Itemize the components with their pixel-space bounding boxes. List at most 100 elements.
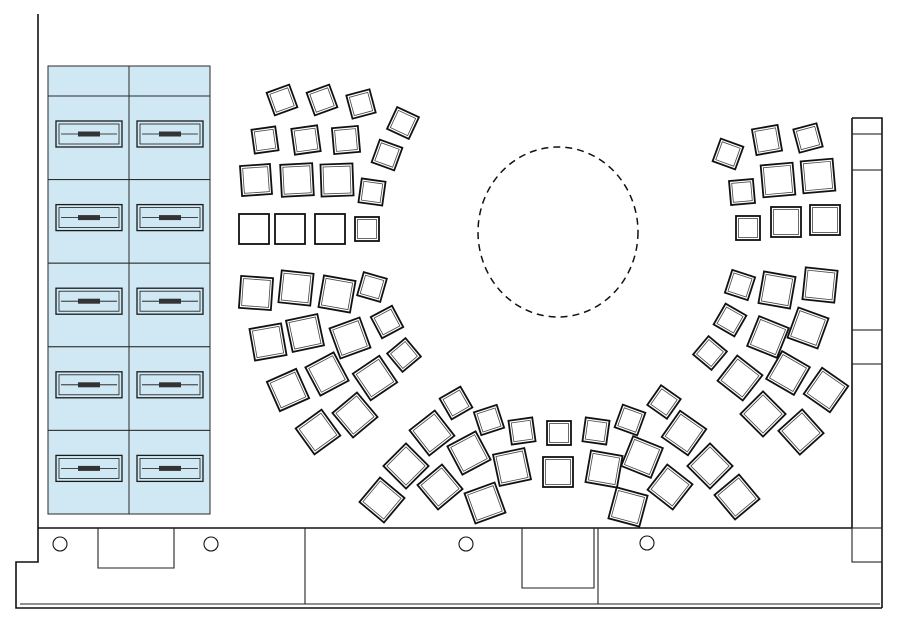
east-niche-1 <box>851 133 883 171</box>
delegate-seat <box>750 123 784 157</box>
delegate-seat <box>354 216 380 242</box>
interpreter-booth <box>128 95 211 181</box>
delegate-seat <box>294 408 342 456</box>
delegate-seat <box>735 215 761 241</box>
delegate-seat <box>716 354 764 402</box>
delegate-seat <box>446 430 492 476</box>
delegate-seat <box>385 336 423 374</box>
delegate-seat <box>472 403 506 437</box>
delegate-seat <box>686 442 734 490</box>
console-bar <box>159 131 181 137</box>
east-niche-2 <box>851 329 883 365</box>
delegate-seat <box>607 486 649 528</box>
delegate-seat <box>764 349 812 397</box>
interpreter-booth <box>47 346 130 431</box>
delegate-seat <box>801 266 839 304</box>
booth-header-cell <box>128 65 211 97</box>
delegate-seat <box>438 385 474 421</box>
delegate-seat <box>265 83 299 117</box>
delegate-seat <box>385 105 421 141</box>
delegate-seat <box>290 124 322 156</box>
delegate-seat <box>277 269 315 307</box>
delegate-seat <box>792 122 824 154</box>
delegate-seat <box>331 391 379 439</box>
delegate-seat <box>613 403 647 437</box>
console-desk <box>136 203 204 232</box>
interpreter-booth <box>47 179 130 264</box>
delegate-seat <box>408 409 456 457</box>
delegate-seat <box>809 204 841 236</box>
column-marker <box>639 535 655 551</box>
delegate-seat <box>660 409 708 457</box>
delegate-seat <box>274 213 306 245</box>
delegate-seat <box>802 366 850 414</box>
interpreter-booth <box>47 429 130 515</box>
delegate-seat <box>248 322 288 362</box>
delegate-seat <box>777 408 825 456</box>
console-desk <box>136 454 204 483</box>
delegate-seat <box>507 416 537 446</box>
delegate-seat <box>345 88 377 120</box>
delegate-seat <box>304 351 350 397</box>
delegate-seat <box>250 125 280 155</box>
console-desk <box>55 371 123 399</box>
delegate-seat <box>305 83 339 117</box>
delegate-seat <box>770 206 802 238</box>
booth-bank <box>47 65 211 515</box>
delegate-seat <box>581 416 611 446</box>
delegate-seat <box>328 316 372 360</box>
interpreter-booth <box>128 179 211 264</box>
east-niche-3 <box>851 527 883 563</box>
delegate-seat <box>713 473 761 521</box>
delegate-seat <box>546 420 572 446</box>
delegate-seating <box>237 83 850 528</box>
console-bar <box>78 298 100 304</box>
south-wall-outer <box>15 528 882 609</box>
delegate-seat <box>357 177 387 207</box>
delegate-seat <box>330 124 362 156</box>
delegate-seat <box>646 384 682 420</box>
column-marker <box>458 536 474 552</box>
interpreter-booth <box>128 262 211 348</box>
console-bar <box>159 298 181 304</box>
east-wall-outer <box>852 117 883 608</box>
delegate-seat <box>723 268 757 302</box>
console-desk <box>136 287 204 315</box>
delegate-seat <box>314 213 346 245</box>
console-bar <box>78 382 100 388</box>
interpreter-booth <box>128 429 211 515</box>
central-dashed-ellipse <box>477 146 639 318</box>
service-closet <box>521 528 595 589</box>
delegate-seat <box>358 476 406 524</box>
console-desk <box>136 371 204 399</box>
delegate-seat <box>584 449 624 489</box>
delegate-seat <box>369 304 405 340</box>
delegate-seat <box>542 456 574 488</box>
delegate-seat <box>356 271 388 303</box>
console-bar <box>159 215 181 221</box>
delegate-seat <box>619 434 665 480</box>
delegate-seat <box>351 354 399 402</box>
delegate-seat <box>759 161 797 199</box>
delegate-seat <box>319 162 355 198</box>
doorway-recess <box>97 528 175 569</box>
interpreter-booth <box>128 346 211 431</box>
south-service-strip <box>20 528 880 605</box>
console-bar <box>78 131 100 137</box>
delegate-seat <box>757 270 797 310</box>
console-bar <box>78 215 100 221</box>
booth-header-cell <box>47 65 130 97</box>
console-desk <box>55 287 123 315</box>
column-marker <box>203 536 219 552</box>
delegate-seat <box>799 157 837 195</box>
delegate-seat <box>786 306 830 350</box>
interpreter-booth <box>47 262 130 348</box>
console-desk <box>55 203 123 232</box>
delegate-seat <box>265 367 311 413</box>
column-markers <box>52 535 655 552</box>
console-desk <box>55 454 123 483</box>
delegate-seat <box>646 463 694 511</box>
console-bar <box>78 465 100 471</box>
delegate-seat <box>463 481 507 525</box>
